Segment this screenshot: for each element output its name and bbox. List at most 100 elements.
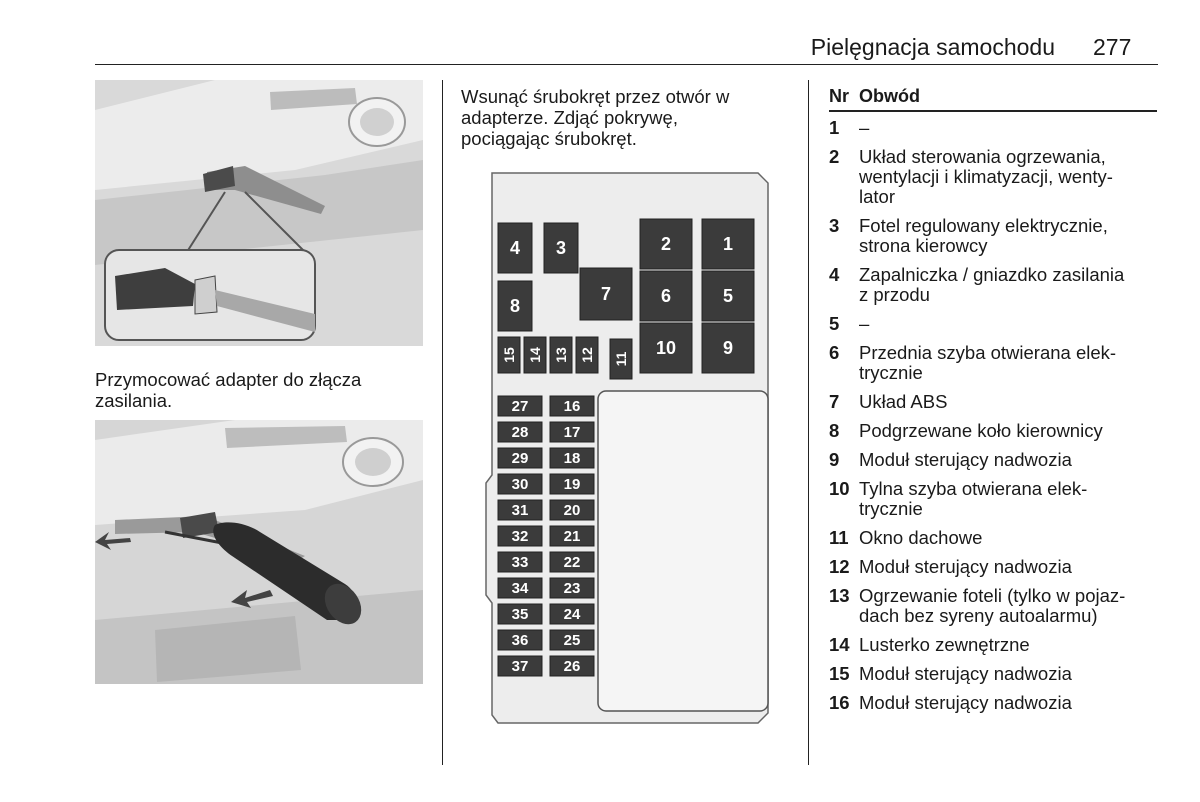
- row-number: 14: [829, 634, 850, 655]
- fuse-slot: [497, 577, 543, 599]
- adapter-connector-illustration: [95, 80, 423, 346]
- fuse-label: 26: [564, 658, 581, 675]
- row-circuit-line: Lusterko zewnętrzne: [859, 634, 1030, 655]
- fuse-label: 8: [510, 296, 520, 316]
- figure-adapter-connector: [95, 80, 423, 346]
- fuse-slot: [701, 270, 755, 322]
- fuse-slot: [497, 629, 543, 651]
- fuse-label: 33: [512, 554, 529, 571]
- fuse-label: 17: [564, 424, 581, 441]
- row-number: 6: [829, 342, 840, 363]
- fuse-slot: [497, 395, 543, 417]
- row-circuit: Fotel regulowany elektrycznie,strona kie…: [859, 216, 1159, 256]
- fuse-slot: [497, 603, 543, 625]
- row-number: 15: [829, 663, 850, 684]
- fuse-label: 12: [579, 347, 595, 363]
- fuse-label: 31: [512, 502, 529, 519]
- caption-adapter: Przymocować adapter do złącza zasilania.: [95, 369, 362, 411]
- column-header-circuit: Obwód: [859, 86, 920, 106]
- page-header-title: Pielęgnacja samochodu: [810, 34, 1055, 60]
- row-circuit-line: Moduł sterujący nadwozia: [859, 663, 1072, 684]
- row-number: 11: [829, 527, 849, 548]
- row-circuit: Lusterko zewnętrzne: [859, 635, 1159, 655]
- fuse-slot: [497, 499, 543, 521]
- row-number: 1: [829, 117, 840, 138]
- fuse-label: 18: [564, 450, 581, 467]
- fuse-label: 22: [564, 554, 581, 571]
- row-circuit: Moduł sterujący nadwozia: [859, 664, 1159, 684]
- caption-screwdriver-line-2: adapterze. Zdjąć pokrywę,: [461, 107, 678, 128]
- caption-screwdriver-line-3: pociągając śrubokręt.: [461, 128, 637, 149]
- fuse-label: 2: [661, 234, 671, 254]
- fuse-label: 6: [661, 286, 671, 306]
- row-circuit: Układ ABS: [859, 392, 1159, 412]
- fuse-slot: [549, 473, 595, 495]
- row-circuit-line: Podgrzewane koło kierownicy: [859, 420, 1103, 441]
- fuse-slot: [543, 222, 579, 274]
- fuse-label: 27: [512, 398, 529, 415]
- row-circuit: Ogrzewanie foteli (tylko w pojaz-dach be…: [859, 586, 1159, 626]
- row-number: 10: [829, 478, 850, 499]
- row-number: 4: [829, 264, 840, 285]
- fuse-slot: [579, 267, 633, 321]
- row-number: 3: [829, 215, 840, 236]
- fuse-slot: [549, 603, 595, 625]
- fuse-slot: [549, 629, 595, 651]
- row-number: 16: [829, 692, 850, 713]
- fuse-label: 30: [512, 476, 529, 493]
- caption-screwdriver-line-1: Wsunąć śrubokręt przez otwór w: [461, 86, 730, 107]
- fuse-label: 14: [527, 347, 543, 363]
- fuse-slot: [639, 270, 693, 322]
- fuse-slot: [497, 447, 543, 469]
- fuse-slot: [609, 338, 633, 380]
- fuse-label: 32: [512, 528, 529, 545]
- row-circuit-line: Okno dachowe: [859, 527, 983, 548]
- fuse-slot: [549, 447, 595, 469]
- fuse-label: 37: [512, 658, 529, 675]
- header-rule: [95, 64, 1158, 65]
- fuse-label: 23: [564, 580, 581, 597]
- row-circuit: –: [859, 118, 1159, 138]
- fuse-label: 15: [501, 347, 517, 363]
- row-circuit-line: wentylacji i klimatyzacji, wenty-: [859, 166, 1113, 187]
- row-circuit-line: Fotel regulowany elektrycznie,: [859, 215, 1108, 236]
- row-circuit-line: Moduł sterujący nadwozia: [859, 556, 1072, 577]
- fuse-label: 1: [723, 234, 733, 254]
- fuse-label: 19: [564, 476, 581, 493]
- fuse-label: 7: [601, 284, 611, 304]
- fuse-label: 29: [512, 450, 529, 467]
- row-circuit: Przednia szyba otwierana elek-trycznie: [859, 343, 1159, 383]
- row-circuit-line: Moduł sterujący nadwozia: [859, 692, 1072, 713]
- fuse-label: 36: [512, 632, 529, 649]
- fuse-label: 11: [613, 351, 629, 366]
- fuse-slot: [497, 280, 533, 332]
- fuse-slot: [497, 336, 521, 374]
- row-circuit: –: [859, 314, 1159, 334]
- row-number: 12: [829, 556, 850, 577]
- fuse-label: 25: [564, 632, 581, 649]
- fuse-label: 28: [512, 424, 529, 441]
- row-circuit-line: trycznie: [859, 498, 923, 519]
- row-circuit-line: –: [859, 313, 870, 334]
- fuse-label: 24: [564, 606, 581, 623]
- row-circuit-line: Zapalniczka / gniazdko zasilania: [859, 264, 1125, 285]
- fuse-label: 21: [564, 528, 581, 545]
- fuse-slot: [549, 499, 595, 521]
- row-number: 9: [829, 449, 840, 470]
- row-circuit-line: Układ sterowania ogrzewania,: [859, 146, 1106, 167]
- fuse-slot: [549, 655, 595, 677]
- row-circuit-line: Tylna szyba otwierana elek-: [859, 478, 1088, 499]
- fuse-cover: [597, 390, 769, 712]
- row-circuit-line: z przodu: [859, 284, 930, 305]
- row-circuit-line: dach bez syreny autoalarmu): [859, 605, 1098, 626]
- fuse-label: 5: [723, 286, 733, 306]
- fuse-label: 4: [510, 238, 520, 258]
- row-number: 2: [829, 146, 840, 167]
- page-number: 277: [1093, 34, 1132, 60]
- table-header: Nr Obwód: [829, 86, 1157, 112]
- fuse-slot: [549, 551, 595, 573]
